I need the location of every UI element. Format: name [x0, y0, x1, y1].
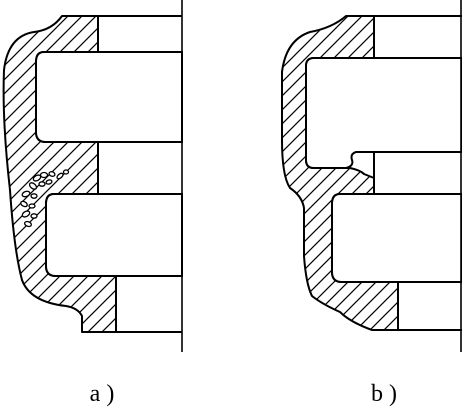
panel-a-upper-cavity	[35, 51, 183, 143]
panel-a-caption: a )	[89, 381, 115, 407]
panel-a	[2, 0, 183, 352]
panel-b	[281, 0, 462, 352]
panel-a-lower-cavity	[45, 193, 183, 277]
panel-a-porosity-defects	[20, 169, 70, 228]
panel-b-upper-cavity	[305, 57, 462, 169]
panel-b-caption: b )	[371, 381, 397, 407]
panel-b-lower-cavity	[331, 193, 462, 283]
